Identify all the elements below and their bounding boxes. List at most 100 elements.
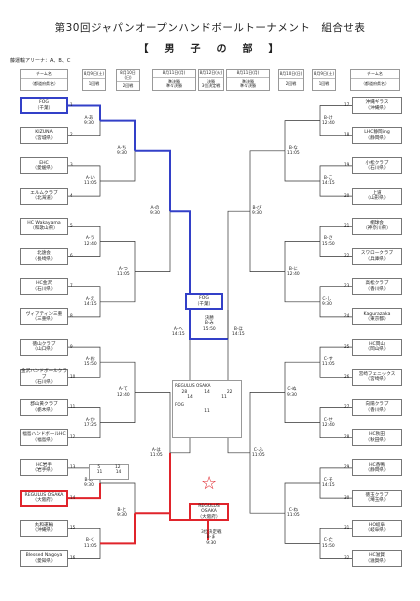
match-label: B-さ bbox=[323, 236, 333, 242]
match-label: A-の bbox=[150, 206, 160, 212]
team-box-left: エルムクラブ（北海道） bbox=[20, 187, 68, 205]
team-seed: 31 bbox=[344, 524, 350, 530]
header-day3-left-round: 準決勝 準々決勝 bbox=[166, 78, 182, 89]
header-final: 8月12日(火) 決勝 3位決定戦 bbox=[198, 69, 224, 91]
header-day2-left-round: 2回戦 bbox=[122, 83, 134, 89]
page-subtitle: 【 男 子 の 部 】 bbox=[138, 44, 282, 55]
bracket-line bbox=[319, 483, 352, 499]
bracket-line bbox=[68, 225, 101, 242]
match-label: A-て bbox=[118, 387, 128, 393]
team-seed: 26 bbox=[344, 373, 350, 379]
team-seed: 2 bbox=[70, 132, 73, 138]
team-box-right: HC滋賀（滋賀県） bbox=[352, 550, 402, 567]
bracket-line bbox=[319, 543, 352, 559]
bracket-line bbox=[68, 301, 101, 318]
bracket-line bbox=[100, 150, 136, 182]
team-name: 上道 bbox=[372, 190, 382, 196]
champion-box: REGULUS OSAKA （大阪府） bbox=[189, 503, 229, 521]
team-box-left: KIZUNA（宮城県） bbox=[20, 127, 68, 145]
team-name: LHC静岡ing bbox=[364, 130, 390, 136]
team-pref: （山形県） bbox=[365, 196, 389, 202]
team-seed: 4 bbox=[70, 192, 73, 198]
team-name: 丸和運輸 bbox=[34, 523, 54, 529]
team-pref: （滋賀県） bbox=[365, 558, 389, 564]
team-box-left: HC金沢（石川県） bbox=[20, 278, 68, 296]
team-pref: （埼玉県） bbox=[365, 498, 389, 504]
bracket-line bbox=[68, 181, 101, 197]
bracket-line bbox=[319, 105, 352, 121]
team-seed: 23 bbox=[344, 283, 350, 289]
bracket-line bbox=[100, 392, 136, 423]
match-time: 11:05 bbox=[287, 513, 300, 519]
bracket-line bbox=[319, 407, 352, 423]
team-seed: 28 bbox=[344, 434, 350, 440]
header-day3-right: 8月11日(月) 準決勝 準々決勝 bbox=[226, 69, 270, 91]
team-name: 郡山黄クラブ bbox=[30, 402, 58, 408]
bracket-line bbox=[68, 543, 101, 559]
team-seed: 6 bbox=[70, 253, 73, 258]
team-seed: 27 bbox=[344, 404, 350, 409]
team-box-left: 郡山黄クラブ（栃木県） bbox=[20, 399, 68, 416]
bracket-line bbox=[170, 210, 191, 293]
team-name: HC岩手 bbox=[36, 462, 52, 468]
match-label: C-し bbox=[322, 296, 332, 302]
team-name: HO岐阜 bbox=[368, 523, 386, 529]
team-seed: 21 bbox=[344, 222, 350, 228]
header-day1-right-round: 1回戦 bbox=[318, 81, 330, 87]
team-pref: （栃木県） bbox=[32, 407, 56, 413]
match-time: 11:05 bbox=[117, 271, 130, 277]
final-label: 決勝 B-み 15:50 bbox=[203, 316, 216, 332]
final-label-text: 決勝 bbox=[204, 316, 214, 321]
team-box-left: EHC（愛媛県） bbox=[20, 157, 68, 175]
match-label: A-へ bbox=[173, 327, 183, 332]
match-time: 9:30 bbox=[117, 151, 127, 157]
team-box-right: 小松クラブ（石川県） bbox=[352, 157, 402, 175]
team-name: HC滋賀 bbox=[369, 553, 385, 559]
team-name: HC岡山 bbox=[369, 341, 385, 347]
team-pref: （愛知県） bbox=[32, 558, 56, 564]
bracket-line bbox=[100, 361, 136, 393]
bracket-line bbox=[249, 150, 285, 212]
team-seed: 17 bbox=[344, 102, 350, 107]
team-seed: 5 bbox=[70, 222, 73, 228]
team-box-left: ヴィアティン三重（三重県） bbox=[20, 308, 68, 326]
match-time: 9:30 bbox=[84, 120, 94, 126]
match-label: B-ほ bbox=[233, 327, 243, 332]
header-day1-right-date: 8月9日(土) bbox=[313, 71, 335, 79]
mini-score-right: 11 bbox=[96, 470, 103, 475]
venue-label: 藤運輸アリーナ：A、B、C bbox=[10, 58, 71, 64]
team-box-left: REGULUS OSAKA（大阪府） bbox=[20, 489, 68, 507]
team-box-right: 沖縄ギラス（沖縄県） bbox=[352, 97, 402, 114]
team-pref: （千葉） bbox=[34, 105, 54, 111]
team-seed: 19 bbox=[344, 162, 350, 168]
team-name: 沖縄ギラス bbox=[365, 100, 389, 106]
team-box-left: 北遠会（長崎県） bbox=[20, 248, 68, 265]
match-label: A-あ bbox=[84, 115, 94, 121]
team-pref: （岡山県） bbox=[365, 347, 389, 353]
match-time: 12:40 bbox=[287, 271, 300, 277]
match-time: 14:15 bbox=[84, 302, 97, 308]
match-label: A-ち bbox=[117, 145, 127, 151]
bracket-line bbox=[319, 120, 352, 137]
team-pref: （神奈川県） bbox=[363, 226, 391, 232]
bracket-line bbox=[135, 392, 171, 453]
bracket-line bbox=[68, 165, 101, 181]
bracket-line bbox=[319, 301, 352, 318]
match-label: B-び bbox=[252, 206, 262, 212]
header-day2-right-round: 2回戦 bbox=[285, 81, 297, 87]
team-name: 向陽クラブ bbox=[365, 402, 389, 408]
team-box-right: スワロークラブ（兵庫県） bbox=[352, 248, 402, 265]
bracket-line bbox=[284, 150, 320, 182]
bracket-line bbox=[319, 467, 352, 483]
